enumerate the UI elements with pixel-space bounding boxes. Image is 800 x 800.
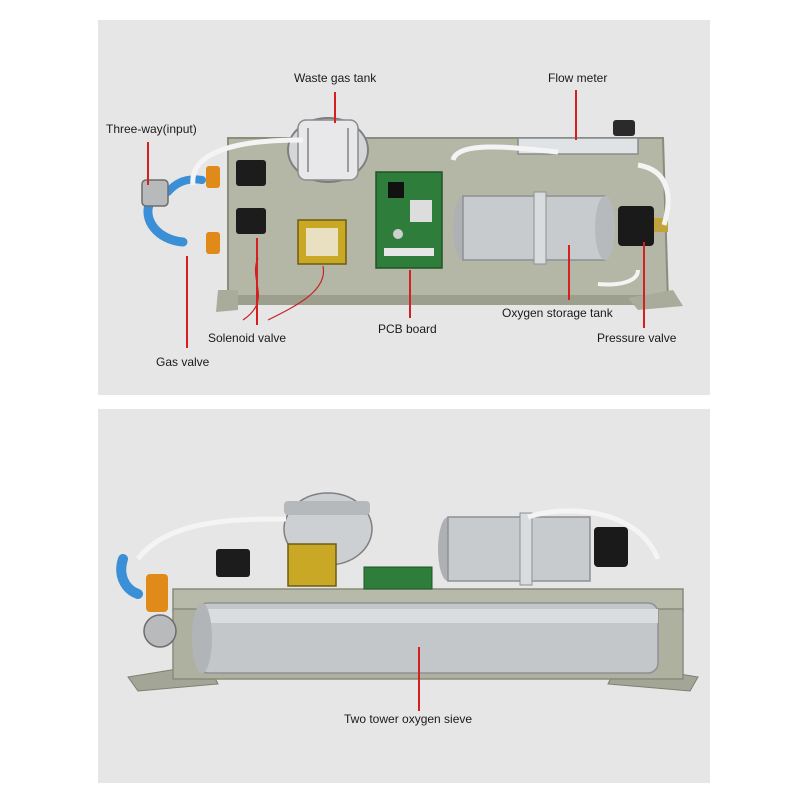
gas-valve-lower [206,232,220,254]
flow-meter-knob [613,120,635,136]
base-plate-edge [228,295,668,305]
transformer-label [306,228,338,256]
waste-gas-tank-cap [297,119,359,181]
label-gas-valve: Gas valve [156,355,210,369]
label-solenoid-valve: Solenoid valve [208,331,287,345]
mounting-foot-left [216,290,238,312]
red-wire [267,265,325,321]
blue-hose-lower [143,197,188,247]
pcb-connector [384,248,434,256]
gas-valve [146,574,168,612]
label-pcb-board: PCB board [378,322,437,336]
bottom-photo-panel: Two tower oxygen sieve [98,409,710,783]
label-two-tower-oxygen-sieve: Two tower oxygen sieve [344,712,473,726]
solenoid-valve [216,549,250,577]
clear-tube [527,508,661,560]
clear-tube [136,516,287,561]
pcb-relay [410,200,432,222]
oxygen-tank-endcap-right [595,196,615,260]
compressor-top [284,501,370,515]
mounting-foot-right [628,290,683,310]
blue-hose-upper [164,175,206,196]
oxygen-storage-tank [447,516,591,582]
solenoid-valve-body-upper [236,160,266,186]
pressure-valve [594,527,628,567]
label-oxygen-storage-tank: Oxygen storage tank [502,306,613,320]
pcb-chip [388,182,404,198]
solenoid-valve-body [236,208,266,234]
blue-hose [116,554,143,599]
three-way-fitting [141,179,169,207]
oxygen-sieve-endcap [192,603,212,673]
clear-tube [190,137,304,186]
bottom-device-illustration [116,492,699,711]
transformer [287,543,337,587]
top-device-illustration [141,90,683,348]
label-pressure-valve: Pressure valve [597,331,677,345]
label-flow-meter: Flow meter [548,71,608,85]
clear-tube [637,162,671,226]
label-waste-gas-tank: Waste gas tank [294,71,377,85]
clear-tube [450,144,559,162]
oxygen-tank-strap [533,191,547,265]
top-photo-panel: Waste gas tank Flow meter Three-way(inpu… [98,20,710,395]
label-three-way-input: Three-way(input) [106,122,197,136]
clear-tube [597,269,640,287]
oxygen-sieve-highlight [198,609,658,623]
pcb-capacitor [393,229,403,239]
oxygen-tank-strap [519,512,533,586]
gas-valve-upper [206,166,220,188]
pressure-valve-body [618,206,654,246]
brass-fitting [143,614,177,648]
pcb-board [363,566,433,590]
